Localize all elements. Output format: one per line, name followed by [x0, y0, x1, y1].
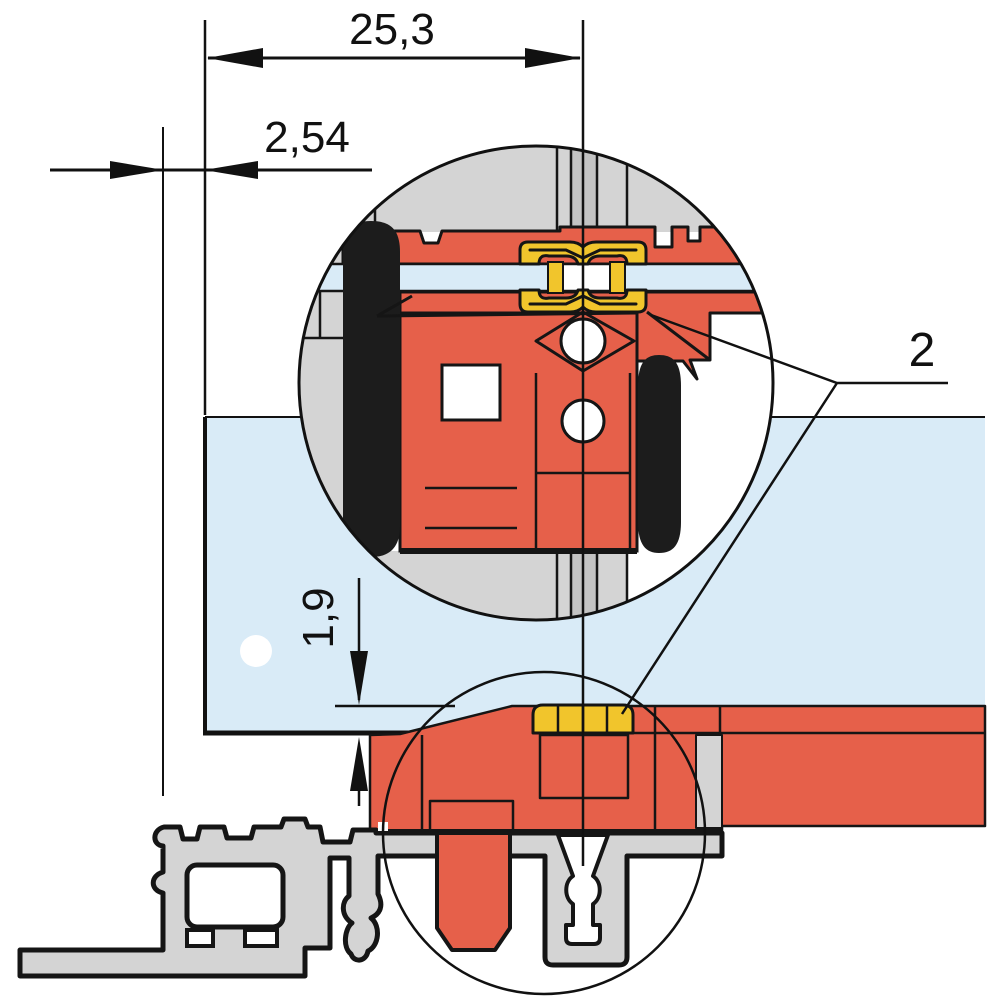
arrowhead-up: [350, 737, 368, 791]
dimension-total-width: 25,3: [203, 5, 581, 415]
pane-gap: [563, 264, 610, 291]
gasket-left: [343, 221, 400, 557]
dimension-protrusion: 1,9: [294, 578, 455, 806]
callout-2: 2: [620, 313, 948, 715]
arrowhead-in-left: [204, 161, 258, 179]
track-profile: [17, 816, 725, 979]
gasket-right: [638, 355, 681, 553]
profile-lip-tip: [376, 294, 638, 318]
track-keyhole-slot: [556, 833, 610, 946]
dim-label-total-width: 25,3: [349, 5, 435, 54]
arrowhead-down: [350, 651, 368, 705]
detail-circle-small-ring: [381, 670, 707, 996]
arrowhead-left: [207, 48, 263, 68]
leader-lines: [620, 313, 948, 715]
glass-hole: [240, 635, 272, 667]
track-notch-1: [185, 928, 215, 948]
track-notch-2: [243, 928, 279, 948]
bottom-rail-profile: [368, 704, 987, 834]
arrowhead-in-right: [110, 161, 164, 179]
dimension-offset: 2,54: [50, 113, 372, 796]
profile-cavity-square: [440, 363, 502, 422]
dim-label-protrusion: 1,9: [294, 587, 343, 648]
glass-joint-clip-upper: [518, 240, 648, 294]
rail-tongue: [435, 831, 512, 952]
track-hollow: [184, 862, 286, 930]
rail-pad: [428, 799, 515, 834]
detail-circle-large-ring: [297, 144, 775, 622]
track-outline: [17, 816, 725, 979]
rail-gray-insert: [695, 734, 723, 829]
dim-label-offset: 2,54: [264, 113, 350, 162]
arrowhead-right: [525, 48, 581, 68]
hook-edge: [646, 310, 711, 362]
callout-label: 2: [909, 324, 936, 377]
